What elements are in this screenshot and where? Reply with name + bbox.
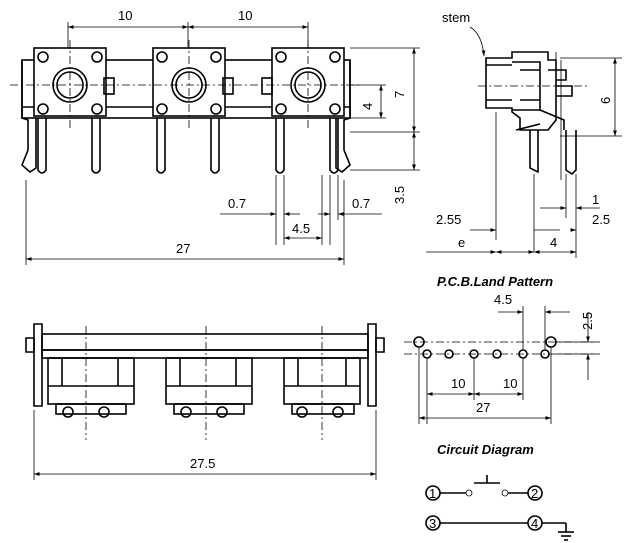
pcb-land-pattern: P.C.B.Land Pattern 4.5 2.5 10 10 [404,274,600,424]
dim-side-e: e [458,235,465,250]
dim-pitch-left: 10 [118,8,132,23]
pcb-dim-10-left: 10 [451,376,465,391]
dim-side-height: 6 [598,97,613,104]
housing-right [283,357,361,418]
dim-side-2-5: 2.5 [592,212,610,227]
dim-body-height: 7 [392,91,407,98]
switch-right [261,47,345,117]
stem-label: stem [442,10,470,25]
switch-left [33,47,115,117]
pcb-dim-10-right: 10 [503,376,517,391]
pin-1-label: 1 [429,486,436,501]
pin-3-label: 3 [429,516,436,531]
dim-total-width: 27 [176,241,190,256]
dim-lead: 3.5 [392,186,407,204]
dim-left-offset: 0.7 [228,196,246,211]
pins [37,118,339,174]
housing-middle [165,357,253,418]
front-view: 27.5 [25,323,385,480]
dim-side-offset: 2.55 [436,212,461,227]
top-view: 10 10 [10,8,420,265]
pin-4-label: 4 [531,516,538,531]
dim-inner: 4 [360,103,375,110]
circuit-title: Circuit Diagram [437,442,534,457]
side-view: stem 6 1 2.55 [426,10,622,258]
switch-middle [152,47,234,117]
dim-pitch-right: 10 [238,8,252,23]
dim-side-pin: 1 [592,192,599,207]
pin-2-label: 2 [531,486,538,501]
dim-pin-spacing: 4.5 [292,221,310,236]
pcb-dim-4-5: 4.5 [494,292,512,307]
circuit-diagram: Circuit Diagram 1 2 3 4 [425,442,574,541]
dim-front-width: 27.5 [190,456,215,471]
pin-2-circle [527,485,543,501]
pcb-dim-27: 27 [476,400,490,415]
housing-left [47,357,135,418]
dim-side-4: 4 [550,235,557,250]
dim-right-offset: 0.7 [352,196,370,211]
pcb-dim-2-5: 2.5 [580,312,595,330]
pcb-title: P.C.B.Land Pattern [437,274,553,289]
